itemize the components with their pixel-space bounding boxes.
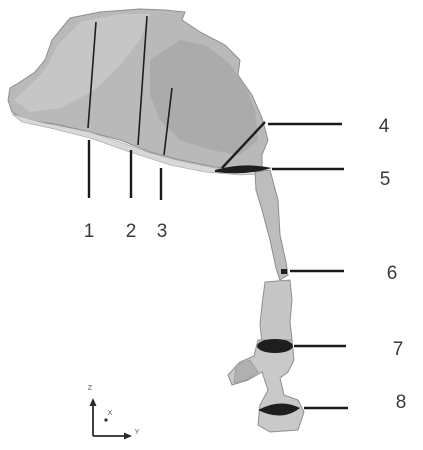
axis-indicator: Z Y X [88,385,140,440]
axis-origin-icon [104,418,107,421]
axis-origin-label: X [108,410,113,417]
trachea-shape [228,340,304,432]
axis-vertical-arrow-icon [90,398,97,406]
larynx-shape [260,280,292,342]
marker-label-5: 5 [380,169,391,190]
marker-label-8: 8 [396,392,407,413]
section-shape-6 [281,269,287,274]
axis-horizontal-label: Y [135,429,140,436]
marker-label-7: 7 [393,339,404,360]
marker-label-4: 4 [379,116,390,137]
section-shape-7 [257,339,293,353]
axis-vertical-label: Z [88,385,93,392]
pharynx-shape [255,170,288,280]
axis-horizontal-arrow-icon [124,433,132,440]
marker-label-2: 2 [126,221,137,242]
marker-label-3: 3 [157,221,168,242]
marker-label-1: 1 [84,221,95,242]
marker-label-6: 6 [387,263,398,284]
